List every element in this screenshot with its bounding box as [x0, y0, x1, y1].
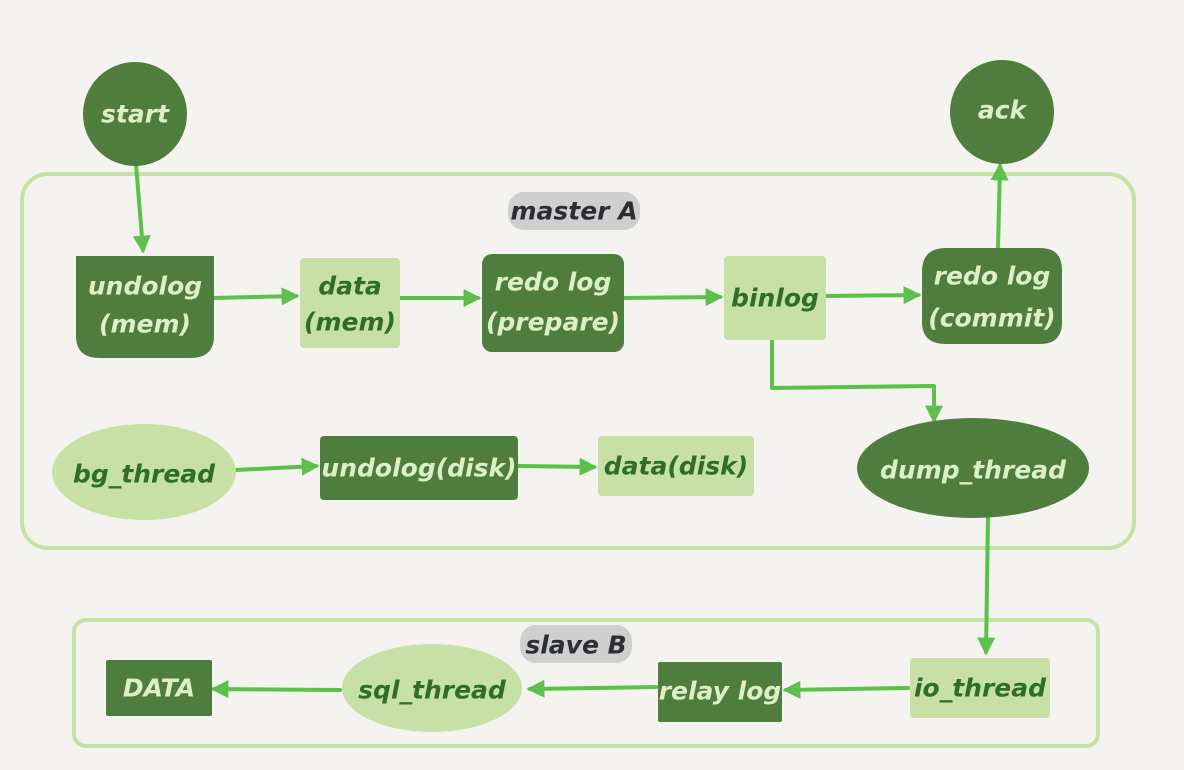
- bg-thread-label: bg_thread: [73, 460, 216, 489]
- master-a-label: master A: [510, 197, 637, 226]
- edge-relay-sql: [526, 679, 658, 698]
- slave-b-label: slave B: [525, 631, 626, 660]
- master-a-tag: [508, 192, 640, 230]
- redo-commit-node: [922, 248, 1062, 344]
- binlog-node: [724, 256, 826, 340]
- redo-commit-label-2: (commit): [928, 304, 1055, 333]
- data-final-label: DATA: [123, 674, 195, 703]
- edge-start-undolog: [132, 162, 151, 254]
- edge-undolog-data: [210, 287, 300, 306]
- data-mem-node: [300, 258, 400, 348]
- slave-b-tag: [520, 625, 632, 663]
- edge-bgthread-undolog: [234, 457, 320, 476]
- dump-thread-node: [857, 418, 1089, 518]
- redo-prepare-label-1: redo log: [495, 268, 612, 297]
- undolog-mem-node: [76, 256, 214, 358]
- relay-log-node: [658, 662, 782, 722]
- start-node: [83, 62, 187, 166]
- bg-thread-node: [52, 424, 236, 520]
- redo-prepare-label-2: (prepare): [486, 308, 620, 337]
- edge-binlog-redocommit: [824, 286, 922, 305]
- start-label: start: [101, 100, 170, 129]
- edge-binlog-dump: [770, 338, 943, 424]
- slave-b-group: [72, 618, 1100, 748]
- io-thread-node: [910, 658, 1050, 718]
- data-mem-label-2: (mem): [304, 308, 396, 337]
- io-thread-label: io_thread: [914, 674, 1047, 703]
- data-disk-node: [598, 436, 754, 496]
- relay-log-label: relay log: [659, 677, 782, 706]
- ack-label: ack: [978, 96, 1028, 125]
- master-a-group: [20, 172, 1136, 550]
- undolog-mem-label-2: (mem): [99, 310, 191, 339]
- edge-dump-io: [977, 514, 996, 656]
- edge-undolog-datadisk: [516, 457, 598, 476]
- undolog-mem-label-1: undolog: [88, 272, 202, 301]
- ack-node: [950, 60, 1054, 164]
- redo-prepare-node: [482, 254, 624, 352]
- edge-io-relay: [782, 680, 910, 699]
- undolog-disk-node: [320, 436, 518, 500]
- sql-thread-node: [342, 644, 522, 732]
- sql-thread-label: sql_thread: [358, 676, 507, 705]
- dump-thread-label: dump_thread: [880, 456, 1067, 485]
- data-disk-label: data(disk): [604, 452, 748, 481]
- data-final-node: [106, 660, 212, 716]
- redo-commit-label-1: redo log: [934, 262, 1051, 291]
- binlog-label: binlog: [731, 284, 819, 313]
- edge-redoprepare-binlog: [622, 288, 724, 307]
- edge-sql-data: [210, 680, 342, 699]
- undolog-disk-label: undolog(disk): [321, 454, 516, 483]
- edge-redocommit-ack: [990, 162, 1009, 250]
- data-mem-label-1: data: [318, 272, 382, 301]
- edges: [132, 162, 1009, 699]
